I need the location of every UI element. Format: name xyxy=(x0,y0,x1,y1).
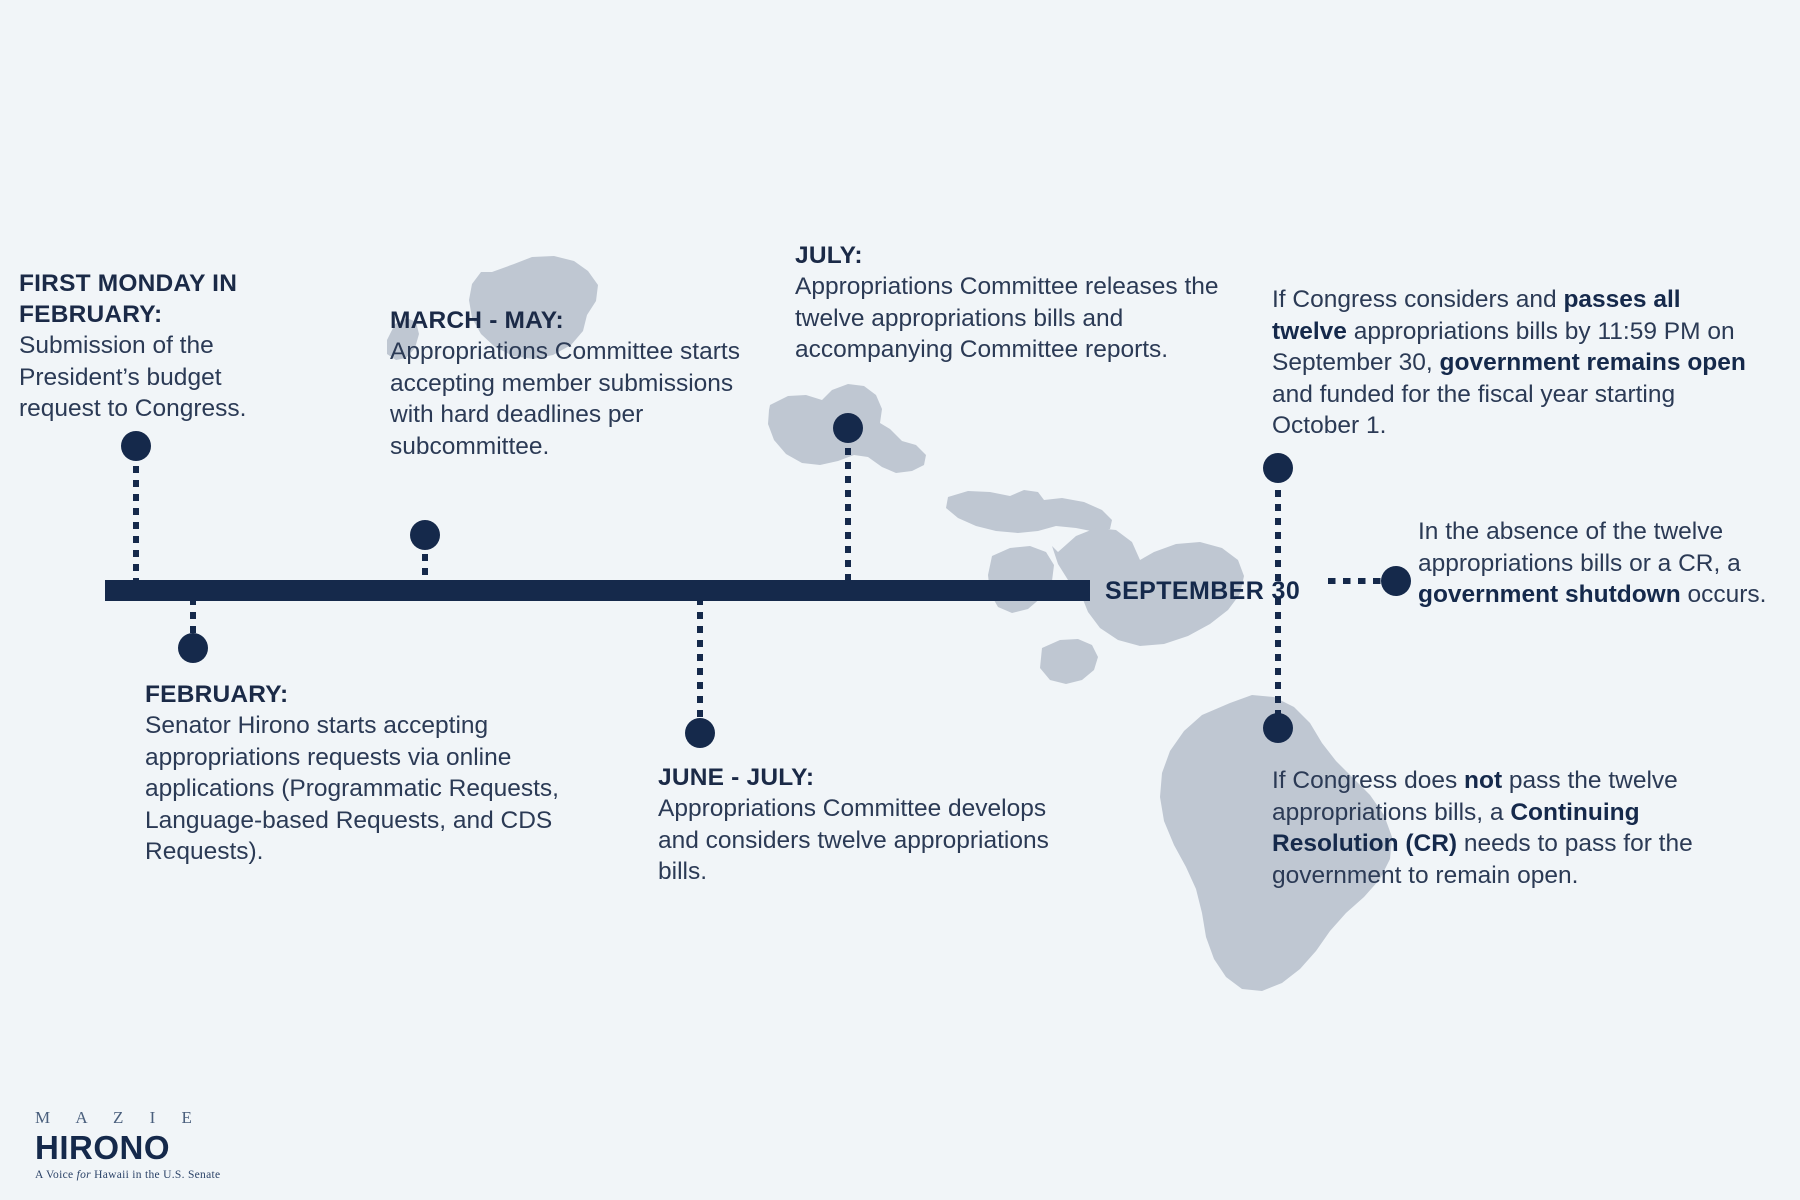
node-june-july[interactable] xyxy=(685,718,715,748)
milestone-heading: MARCH - MAY: xyxy=(390,307,564,334)
milestone-march-may: MARCH - MAY: Appropriations Committee st… xyxy=(390,305,760,462)
connector-continuing-resolution xyxy=(1275,598,1281,720)
island-kahoolawe xyxy=(1040,639,1098,684)
milestone-body: Appropriations Committee develops and co… xyxy=(658,795,1049,885)
outcome-government-shutdown: In the absence of the twelve appropriati… xyxy=(1418,516,1778,611)
outcome-body: If Congress does not pass the twelve app… xyxy=(1272,767,1693,889)
node-july[interactable] xyxy=(833,413,863,443)
milestone-body: Appropriations Committee starts acceptin… xyxy=(390,338,740,460)
milestone-june-july: JUNE - JULY: Appropriations Committee de… xyxy=(658,762,1078,888)
milestone-heading: JULY: xyxy=(795,242,863,269)
logo-first-name: M A Z I E xyxy=(35,1108,203,1127)
logo-tagline-italic: for xyxy=(76,1169,91,1181)
logo-tagline-pre: A Voice xyxy=(35,1169,77,1181)
connector-march-may xyxy=(422,554,428,582)
logo-tagline-post: Hawaii in the U.S. Senate xyxy=(90,1169,221,1181)
milestone-heading: FIRST MONDAY IN FEBRUARY: xyxy=(19,270,238,328)
milestone-heading: JUNE - JULY: xyxy=(658,764,815,791)
connector-first-monday-february xyxy=(133,452,139,582)
connector-government-remains-open xyxy=(1275,490,1281,582)
outcome-government-remains-open: If Congress considers and passes all twe… xyxy=(1272,284,1762,442)
node-continuing-resolution[interactable] xyxy=(1263,713,1293,743)
timeline-axis xyxy=(105,580,1090,601)
island-molokai xyxy=(946,490,1112,533)
connector-february xyxy=(190,598,196,650)
node-government-shutdown[interactable] xyxy=(1381,566,1411,596)
outcome-continuing-resolution: If Congress does not pass the twelve app… xyxy=(1272,765,1742,891)
milestone-heading: FEBRUARY: xyxy=(145,681,289,708)
outcome-body: If Congress considers and passes all twe… xyxy=(1272,286,1746,439)
milestone-july: JULY: Appropriations Committee releases … xyxy=(795,240,1255,366)
milestone-february: FEBRUARY: Senator Hirono starts acceptin… xyxy=(145,679,585,868)
mazie-hirono-logo: M A Z I E HIRONO A Voice for Hawaii in t… xyxy=(35,1108,220,1181)
connector-july xyxy=(845,448,851,582)
milestone-first-monday-february: FIRST MONDAY IN FEBRUARY: Submission of … xyxy=(19,268,309,425)
node-government-remains-open[interactable] xyxy=(1263,453,1293,483)
axis-end-label: SEPTEMBER 30 xyxy=(1105,577,1301,605)
outcome-body: In the absence of the twelve appropriati… xyxy=(1418,518,1767,608)
milestone-body: Submission of the President’s budget req… xyxy=(19,332,247,422)
milestone-body: Appropriations Committee releases the tw… xyxy=(795,273,1219,363)
node-first-monday-february[interactable] xyxy=(121,431,151,461)
milestone-body: Senator Hirono starts accepting appropri… xyxy=(145,712,559,865)
node-february[interactable] xyxy=(178,633,208,663)
logo-last-name: HIRONO xyxy=(35,1129,170,1166)
connector-june-july xyxy=(697,598,703,726)
node-march-may[interactable] xyxy=(410,520,440,550)
connector-government-shutdown xyxy=(1328,578,1388,584)
logo-tagline: A Voice for Hawaii in the U.S. Senate xyxy=(35,1169,220,1181)
